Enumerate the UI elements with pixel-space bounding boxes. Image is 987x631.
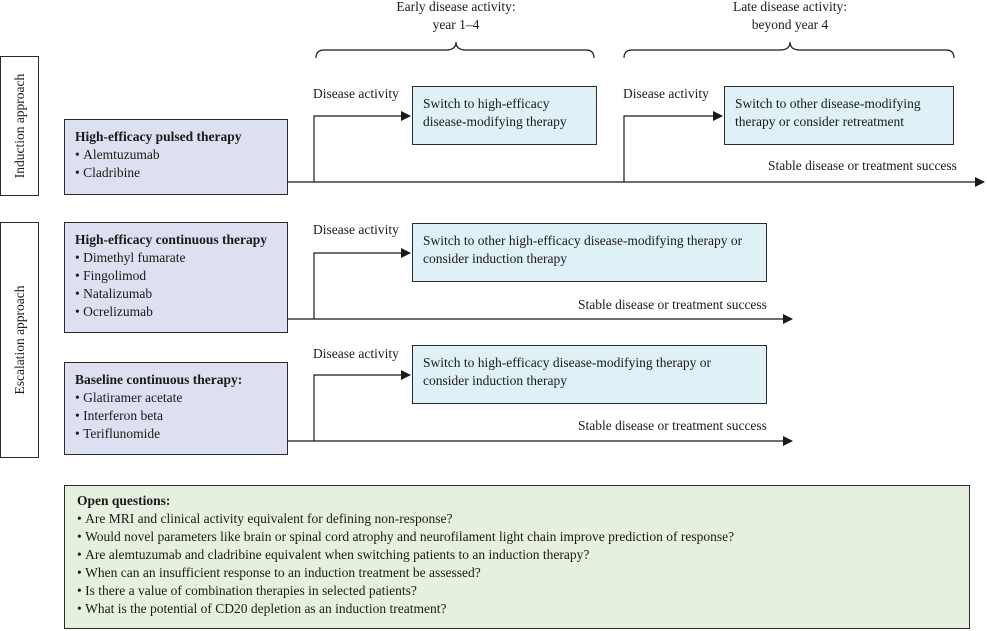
open-questions-box: Open questions: Are MRI and clinical act…	[64, 485, 970, 629]
escalation-approach-label: Escalation approach	[11, 285, 27, 395]
list-item: Dimethyl fumarate	[75, 249, 277, 267]
late-bracket	[623, 41, 955, 59]
disease-activity-label: Disease activity	[313, 86, 399, 101]
list-item: Alemtuzumab	[75, 146, 277, 164]
pulsed-therapy-title: High-efficacy pulsed therapy	[75, 129, 242, 144]
disease-activity-label: Disease activity	[313, 222, 399, 237]
list-item: Natalizumab	[75, 285, 277, 303]
continuous-therapy-title: High-efficacy continuous therapy	[75, 232, 267, 247]
baseline-activity-arrow	[313, 370, 411, 441]
switch-continuous-text: Switch to other high-efficacy disease-mo…	[423, 233, 743, 266]
late-header-line2: beyond year 4	[751, 17, 829, 32]
switch-induction-early-text: Switch to high-efficacy disease-modifyin…	[423, 96, 567, 129]
list-item: Interferon beta	[75, 407, 277, 425]
induction-late-activity-arrow	[623, 111, 723, 182]
disease-activity-label: Disease activity	[313, 346, 399, 361]
late-header-line1: Late disease activity:	[733, 0, 847, 14]
stable-disease-label: Stable disease or treatment success	[768, 158, 957, 173]
induction-approach-label-box: Induction approach	[0, 56, 39, 196]
list-item: Teriflunomide	[75, 425, 277, 443]
switch-continuous-box: Switch to other high-efficacy disease-mo…	[412, 223, 767, 282]
list-item: When can an insufficient response to an …	[77, 564, 957, 582]
list-item: Are alemtuzumab and cladribine equivalen…	[77, 546, 957, 564]
stable-disease-label: Stable disease or treatment success	[578, 297, 767, 312]
switch-baseline-box: Switch to high-efficacy disease-modifyin…	[412, 345, 767, 404]
early-activity-header: Early disease activity: year 1–4	[366, 0, 546, 34]
disease-activity-label: Disease activity	[623, 86, 709, 101]
list-item: Glatiramer acetate	[75, 389, 277, 407]
induction-early-activity-arrow	[313, 111, 411, 182]
list-item: What is the potential of CD20 depletion …	[77, 600, 957, 618]
switch-induction-early-box: Switch to high-efficacy disease-modifyin…	[412, 86, 597, 145]
list-item: Cladribine	[75, 164, 277, 182]
open-questions-title: Open questions:	[77, 493, 171, 508]
early-header-line2: year 1–4	[432, 17, 480, 32]
continuous-therapy-box: High-efficacy continuous therapy Dimethy…	[64, 222, 288, 333]
list-item: Would novel parameters like brain or spi…	[77, 528, 957, 546]
pulsed-therapy-box: High-efficacy pulsed therapy Alemtuzumab…	[64, 119, 288, 195]
list-item: Ocrelizumab	[75, 303, 277, 321]
stable-disease-label: Stable disease or treatment success	[578, 418, 767, 433]
switch-baseline-text: Switch to high-efficacy disease-modifyin…	[423, 355, 712, 388]
list-item: Is there a value of combination therapie…	[77, 582, 957, 600]
late-activity-header: Late disease activity: beyond year 4	[700, 0, 880, 34]
switch-induction-late-box: Switch to other disease-modifying therap…	[724, 86, 954, 145]
escalation-approach-label-box: Escalation approach	[0, 222, 39, 458]
list-item: Fingolimod	[75, 267, 277, 285]
induction-approach-label: Induction approach	[11, 73, 27, 179]
continuous-activity-arrow	[313, 248, 411, 319]
early-header-line1: Early disease activity:	[396, 0, 516, 14]
early-bracket	[315, 41, 595, 59]
baseline-therapy-title: Baseline continuous therapy:	[75, 372, 243, 387]
switch-induction-late-text: Switch to other disease-modifying therap…	[735, 96, 921, 129]
list-item: Are MRI and clinical activity equivalent…	[77, 510, 957, 528]
baseline-therapy-box: Baseline continuous therapy: Glatiramer …	[64, 362, 288, 455]
